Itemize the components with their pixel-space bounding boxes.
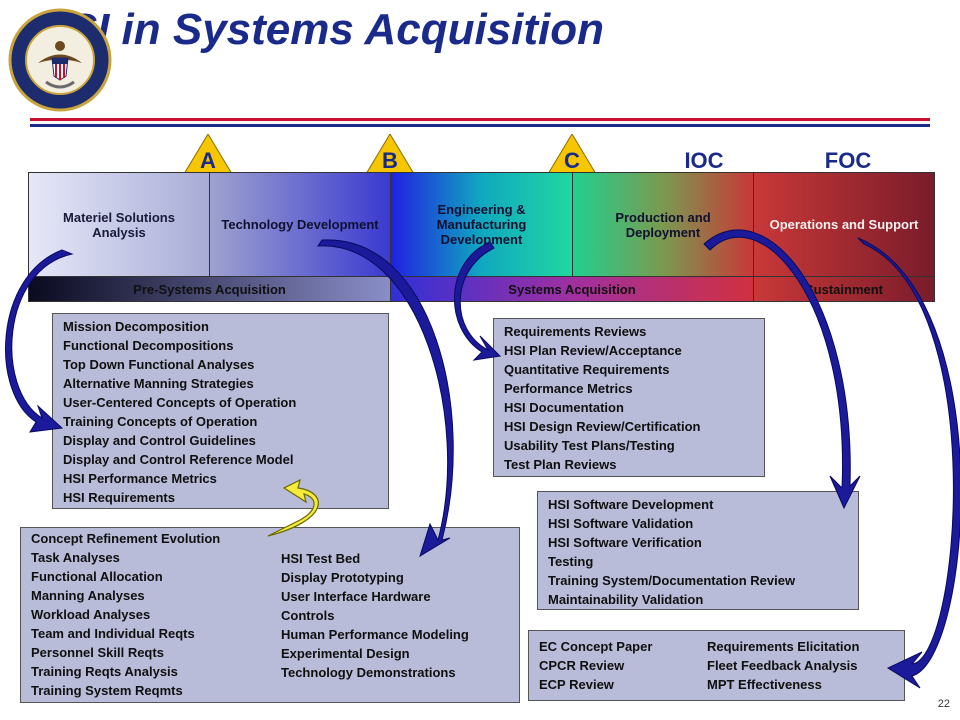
activity-item: Display and Control Reference Model: [63, 452, 294, 467]
activity-item: Test Plan Reviews: [504, 457, 617, 472]
activity-item: Workload Analyses: [31, 607, 151, 622]
navy-seal-logo: [8, 8, 112, 112]
milestone-c-label: C: [564, 148, 580, 173]
milestone-a-triangle: [184, 134, 232, 174]
activity-item: Functional Decompositions: [63, 338, 234, 353]
phase-production-deployment: Production and Deployment: [573, 172, 754, 276]
activity-item: Controls: [281, 608, 335, 623]
activity-item: HSI Performance Metrics: [63, 471, 217, 486]
activity-item: HSI Requirements: [63, 490, 175, 505]
activity-item: User-Centered Concepts of Operation: [63, 395, 297, 410]
arrow-msa-to-box: [5, 249, 74, 433]
activity-item: Maintainability Validation: [548, 592, 704, 607]
curved-arrow-yellow: [267, 478, 319, 537]
activity-item: Display and Control Guidelines: [63, 433, 256, 448]
phase-materiel-solutions-analysis: Materiel Solutions Analysis: [28, 172, 210, 276]
activity-item: Testing: [548, 554, 594, 569]
activity-item: HSI Software Verification: [548, 535, 702, 550]
activity-item: HSI Software Validation: [548, 516, 694, 531]
milestone-a-label: A: [200, 148, 216, 173]
phase-label: Technology Development: [221, 217, 379, 232]
milestone-foc-label: FOC: [824, 148, 872, 173]
activity-item: Team and Individual Reqts: [31, 626, 195, 641]
activity-item: Mission Decomposition: [63, 319, 209, 334]
page-title: HSI in Systems Acquisition: [35, 5, 605, 54]
page-number: 22: [937, 698, 950, 710]
activity-item: Quantitative Requirements: [504, 362, 670, 377]
arrow-emd-to-box: [453, 241, 502, 361]
phase-technology-development: Technology Development: [210, 172, 391, 276]
activity-item: Functional Allocation: [31, 569, 163, 584]
activity-item: Training Reqts Analysis: [31, 664, 178, 679]
activity-item: HSI Documentation: [504, 400, 624, 415]
activity-item: Training System Reqmts: [31, 683, 183, 698]
band-systems-acquisition: Systems Acquisition: [391, 276, 754, 302]
activity-item: CPCR Review: [539, 658, 625, 673]
phase-label: Operations and Support: [769, 217, 919, 232]
activity-item: HSI Software Development: [548, 497, 714, 512]
activity-item: Technology Demonstrations: [281, 665, 456, 680]
activity-item: Performance Metrics: [504, 381, 633, 396]
milestone-ioc-label: IOC: [684, 148, 724, 173]
arrow-pd-to-box: [703, 229, 861, 510]
activity-item: HSI Test Bed: [281, 551, 361, 566]
band-sustainment: Sustainment: [754, 276, 935, 302]
activity-item: HSI Plan Review/Acceptance: [504, 343, 682, 358]
arrow-td-to-box: [317, 239, 454, 558]
activity-item: Concept Refinement Evolution: [31, 531, 221, 546]
activity-item: Fleet Feedback Analysis: [707, 658, 858, 673]
phase-label: Production and Deployment: [615, 209, 711, 240]
band-pre-systems-acquisition: Pre-Systems Acquisition: [28, 276, 391, 302]
activity-item: User Interface Hardware: [281, 589, 431, 604]
milestone-c-triangle: [548, 134, 596, 174]
phase-label: Materiel Solutions Analysis: [63, 209, 175, 240]
activity-item: Top Down Functional Analyses: [63, 357, 255, 372]
activity-item: Requirements Reviews: [504, 324, 647, 339]
phase-engineering-manufacturing-development: Engineering & Manufacturing Development: [391, 172, 573, 276]
activity-item: EC Concept Paper: [539, 639, 653, 654]
activity-item: Usability Test Plans/Testing: [504, 438, 675, 453]
milestone-b-triangle: [366, 134, 414, 174]
title-rule-blue: [30, 124, 930, 127]
activity-item: Display Prototyping: [281, 570, 404, 585]
activity-item: Manning Analyses: [31, 588, 145, 603]
activity-item: Alternative Manning Strategies: [63, 376, 254, 391]
milestone-b-label: B: [382, 148, 398, 173]
activity-item: Requirements Elicitation: [707, 639, 860, 654]
activity-item: Task Analyses: [31, 550, 120, 565]
activity-item: Training System/Documentation Review: [548, 573, 796, 588]
activity-item: MPT Effectiveness: [707, 677, 822, 692]
arrow-os-to-box: [857, 237, 960, 689]
title-rule-red: [30, 118, 930, 121]
activity-item: Experimental Design: [281, 646, 410, 661]
activity-item: ECP Review: [539, 677, 614, 692]
activity-item: Human Performance Modeling: [281, 627, 469, 642]
activity-item: Personnel Skill Reqts: [31, 645, 164, 660]
phase-label: Engineering & Manufacturing Development: [436, 202, 527, 247]
activity-item: HSI Design Review/Certification: [504, 419, 701, 434]
activity-item: Training Concepts of Operation: [63, 414, 258, 429]
